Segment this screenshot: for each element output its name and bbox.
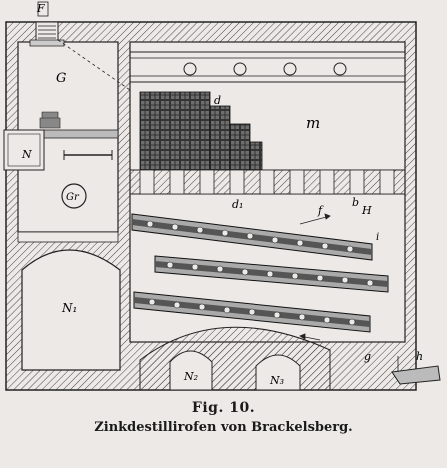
roof-flue-openings	[183, 62, 347, 76]
label-h: h	[416, 350, 423, 363]
label-N2: N₂	[183, 370, 198, 383]
side-door	[3, 129, 45, 171]
grate-opening	[61, 183, 87, 209]
label-i: i	[376, 232, 379, 243]
retort-row-1	[131, 213, 373, 261]
label-m: m	[306, 114, 320, 132]
label-G: G	[56, 71, 66, 86]
label-g: g	[364, 350, 371, 363]
arch-chamber-3	[255, 354, 301, 391]
figure-number: Fig. 10.	[191, 400, 256, 416]
label-N: N	[21, 148, 32, 161]
label-f: f	[317, 204, 324, 217]
label-F: F	[36, 2, 45, 15]
retort-row-2	[154, 255, 389, 293]
retort-stack	[139, 91, 263, 171]
furnace-drawing: F G m d d₁ b f i H N Gr N₁ N₂ N₃ g h	[3, 1, 441, 391]
arch-chamber-2	[169, 350, 213, 391]
label-N1: N₁	[61, 301, 77, 315]
chimney-cap	[35, 21, 59, 43]
label-H: H	[361, 204, 372, 217]
label-N3: N₃	[269, 374, 284, 387]
label-d1: d₁	[232, 198, 243, 211]
retort-row-3	[133, 291, 371, 333]
figure-caption: Zinkdestillirofen von Brackelsberg.	[94, 420, 353, 435]
lower-left-chamber	[21, 249, 121, 371]
label-b: b	[352, 196, 359, 209]
label-d: d	[214, 94, 221, 107]
label-Gr: Gr	[66, 192, 80, 203]
outlet-spout	[391, 365, 441, 385]
